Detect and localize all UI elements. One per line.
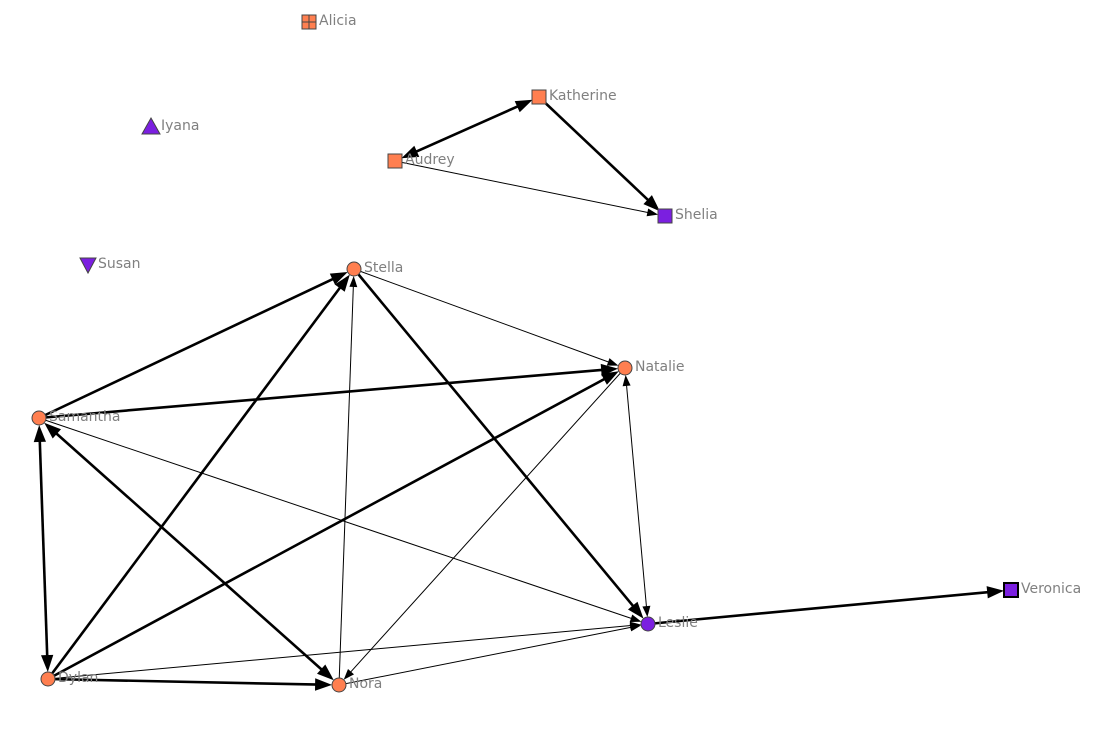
node-veronica[interactable]: Veronica [1003,581,1081,598]
circle-node-icon [640,616,656,632]
node-dylan[interactable]: Dylan [40,670,98,687]
edges-layer [33,96,1004,691]
arrowhead-icon [33,425,46,443]
edge-line [38,276,337,420]
edge-line [338,626,633,686]
node-label: Veronica [1021,581,1081,597]
edge-line [46,284,343,680]
edge-line [353,268,611,364]
edge-line [47,624,633,680]
node-katherine[interactable]: Katherine [531,88,617,105]
triangle-down-node-icon [79,257,97,275]
node-nora[interactable]: Nora [331,676,382,693]
triangle-up-node-icon [141,116,161,135]
edge-line [338,284,354,686]
edge-line [53,430,325,673]
arrowhead-icon [317,664,334,681]
node-label: Iyana [161,118,199,134]
arrowhead-icon [315,678,332,691]
edge-stella-natalie [353,268,619,366]
arrowhead-icon [334,274,350,292]
circle-node-icon [331,677,347,693]
circle-node-icon [617,360,633,376]
arrowhead-icon [44,422,61,439]
node-shelia[interactable]: Shelia [657,207,718,224]
edge-line [38,368,605,420]
arrowhead-icon [600,363,618,377]
node-label: Susan [98,256,141,272]
edge-line [647,590,991,626]
edge-line [38,417,634,620]
circle-node-icon [31,410,47,426]
edge-natalie-leslie [622,375,651,617]
arrowhead-icon [642,605,651,617]
square-node-icon [531,89,547,105]
edge-samantha-natalie [38,363,618,420]
square-node-icon [387,153,403,169]
node-audrey[interactable]: Audrey [387,152,455,169]
node-label: Natalie [635,359,685,375]
edge-dylan-natalie [47,371,619,681]
square-node-icon [657,208,673,224]
circle-node-icon [40,671,56,687]
edge-audrey-shelia [394,160,659,217]
edge-line [394,160,650,214]
edge-line [47,376,608,681]
node-label: Shelia [675,207,718,223]
node-label: Stella [364,260,403,276]
edge-line [413,104,521,154]
node-alicia[interactable]: Alicia [301,13,357,30]
arrowhead-icon [606,358,619,366]
node-label: Audrey [405,152,455,168]
edge-samantha-nora [44,422,334,681]
edge-nora-stella [338,276,358,686]
edge-samantha-leslie [38,417,642,622]
arrowhead-icon [646,208,659,217]
node-susan[interactable]: Susan [79,256,141,275]
arrowhead-icon [401,145,420,159]
node-label: Samantha [49,409,121,425]
arrowhead-icon [329,272,348,285]
edge-line [349,367,626,674]
arrowhead-icon [629,623,642,632]
arrowhead-icon [41,654,54,672]
arrowhead-icon [643,195,660,212]
node-natalie[interactable]: Natalie [617,359,685,376]
arrowhead-icon [349,276,358,288]
arrowhead-icon [628,601,644,619]
edge-samantha-stella [38,272,348,420]
arrowhead-icon [601,371,619,385]
edge-line [47,677,319,686]
node-label: Dylan [58,670,98,686]
edge-natalie-nora [343,367,626,680]
node-samantha[interactable]: Samantha [31,409,121,426]
node-label: Katherine [549,88,617,104]
node-leslie[interactable]: Leslie [640,615,698,632]
node-stella[interactable]: Stella [346,260,403,277]
arrowhead-icon [622,375,631,387]
arrowhead-icon [986,586,1004,599]
node-label: Nora [349,676,382,692]
node-iyana[interactable]: Iyana [141,116,199,135]
square-node-icon [1003,582,1019,598]
edge-katherine-shelia [538,96,660,212]
edge-line [538,96,651,203]
edge-nora-leslie [338,623,642,686]
circle-node-icon [346,261,362,277]
edge-katherine-audrey [401,99,533,159]
node-label: Leslie [658,615,698,631]
edge-line [625,383,648,609]
edge-line [38,438,49,659]
edge-leslie-veronica [647,586,1004,626]
edge-samantha-dylan [33,425,54,672]
arrowhead-icon [629,614,642,622]
arrowhead-icon [514,99,533,113]
edge-dylan-stella [46,274,350,680]
arrowhead-icon [343,669,354,680]
edge-dylan-nora [47,677,332,691]
node-label: Alicia [319,13,357,29]
